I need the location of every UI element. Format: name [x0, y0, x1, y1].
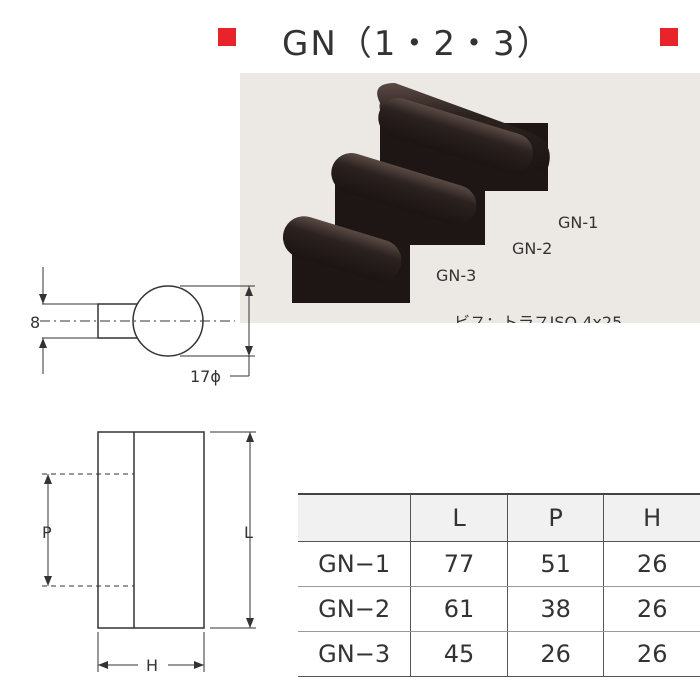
table-cell: 77: [410, 541, 508, 587]
dim-l-label: L: [244, 523, 253, 542]
side-view-drawing: P L H: [42, 431, 256, 675]
dim-p-label: P: [42, 523, 52, 542]
table-cell: 38: [506, 586, 604, 632]
table-row: GN−3 45 26 26: [298, 631, 700, 677]
label-gn1: GN-1: [558, 213, 599, 232]
table-cell: GN−1: [298, 541, 411, 587]
table-header-cell: P: [506, 493, 604, 542]
product-photo: GN-1 GN-2 GN-3 ビス：トラスISO 4x25: [240, 73, 700, 323]
table-cell: 26: [603, 631, 700, 677]
spec-table: L P H GN−1 77 51 26 GN−2 61 38 26 GN−3 4…: [298, 493, 700, 677]
table-cell: 45: [410, 631, 508, 677]
end-view-drawing: 8 17ϕ: [30, 267, 255, 386]
table-header-cell: L: [410, 493, 508, 542]
page-title-text: GN（1・2・3）: [282, 24, 553, 64]
red-square-right-icon: [660, 28, 678, 46]
dim-17-label: 17ϕ: [190, 367, 221, 386]
handles-illustration: [282, 83, 550, 303]
table-cell: 51: [506, 541, 604, 587]
handle-gn3: [282, 216, 410, 303]
table-cell: 26: [603, 586, 700, 632]
page-title: GN（1・2・3）: [210, 14, 700, 64]
table-header-row: L P H: [298, 493, 700, 542]
table-cell: 26: [506, 631, 604, 677]
table-cell: 26: [603, 541, 700, 587]
table-cell: 61: [410, 586, 508, 632]
label-gn3: GN-3: [436, 266, 477, 285]
table-row: GN−2 61 38 26: [298, 586, 700, 632]
label-gn2: GN-2: [512, 239, 553, 258]
table-cell: GN−3: [298, 631, 411, 677]
dim-8-label: 8: [30, 313, 40, 332]
table-header-cell: H: [603, 493, 700, 542]
screw-note: ビス：トラスISO 4x25: [454, 313, 623, 323]
table-header-cell: [298, 493, 411, 542]
table-cell: GN−2: [298, 586, 411, 632]
table-row: GN−1 77 51 26: [298, 541, 700, 587]
red-square-left-icon: [218, 28, 236, 46]
dim-h-label: H: [146, 656, 158, 675]
